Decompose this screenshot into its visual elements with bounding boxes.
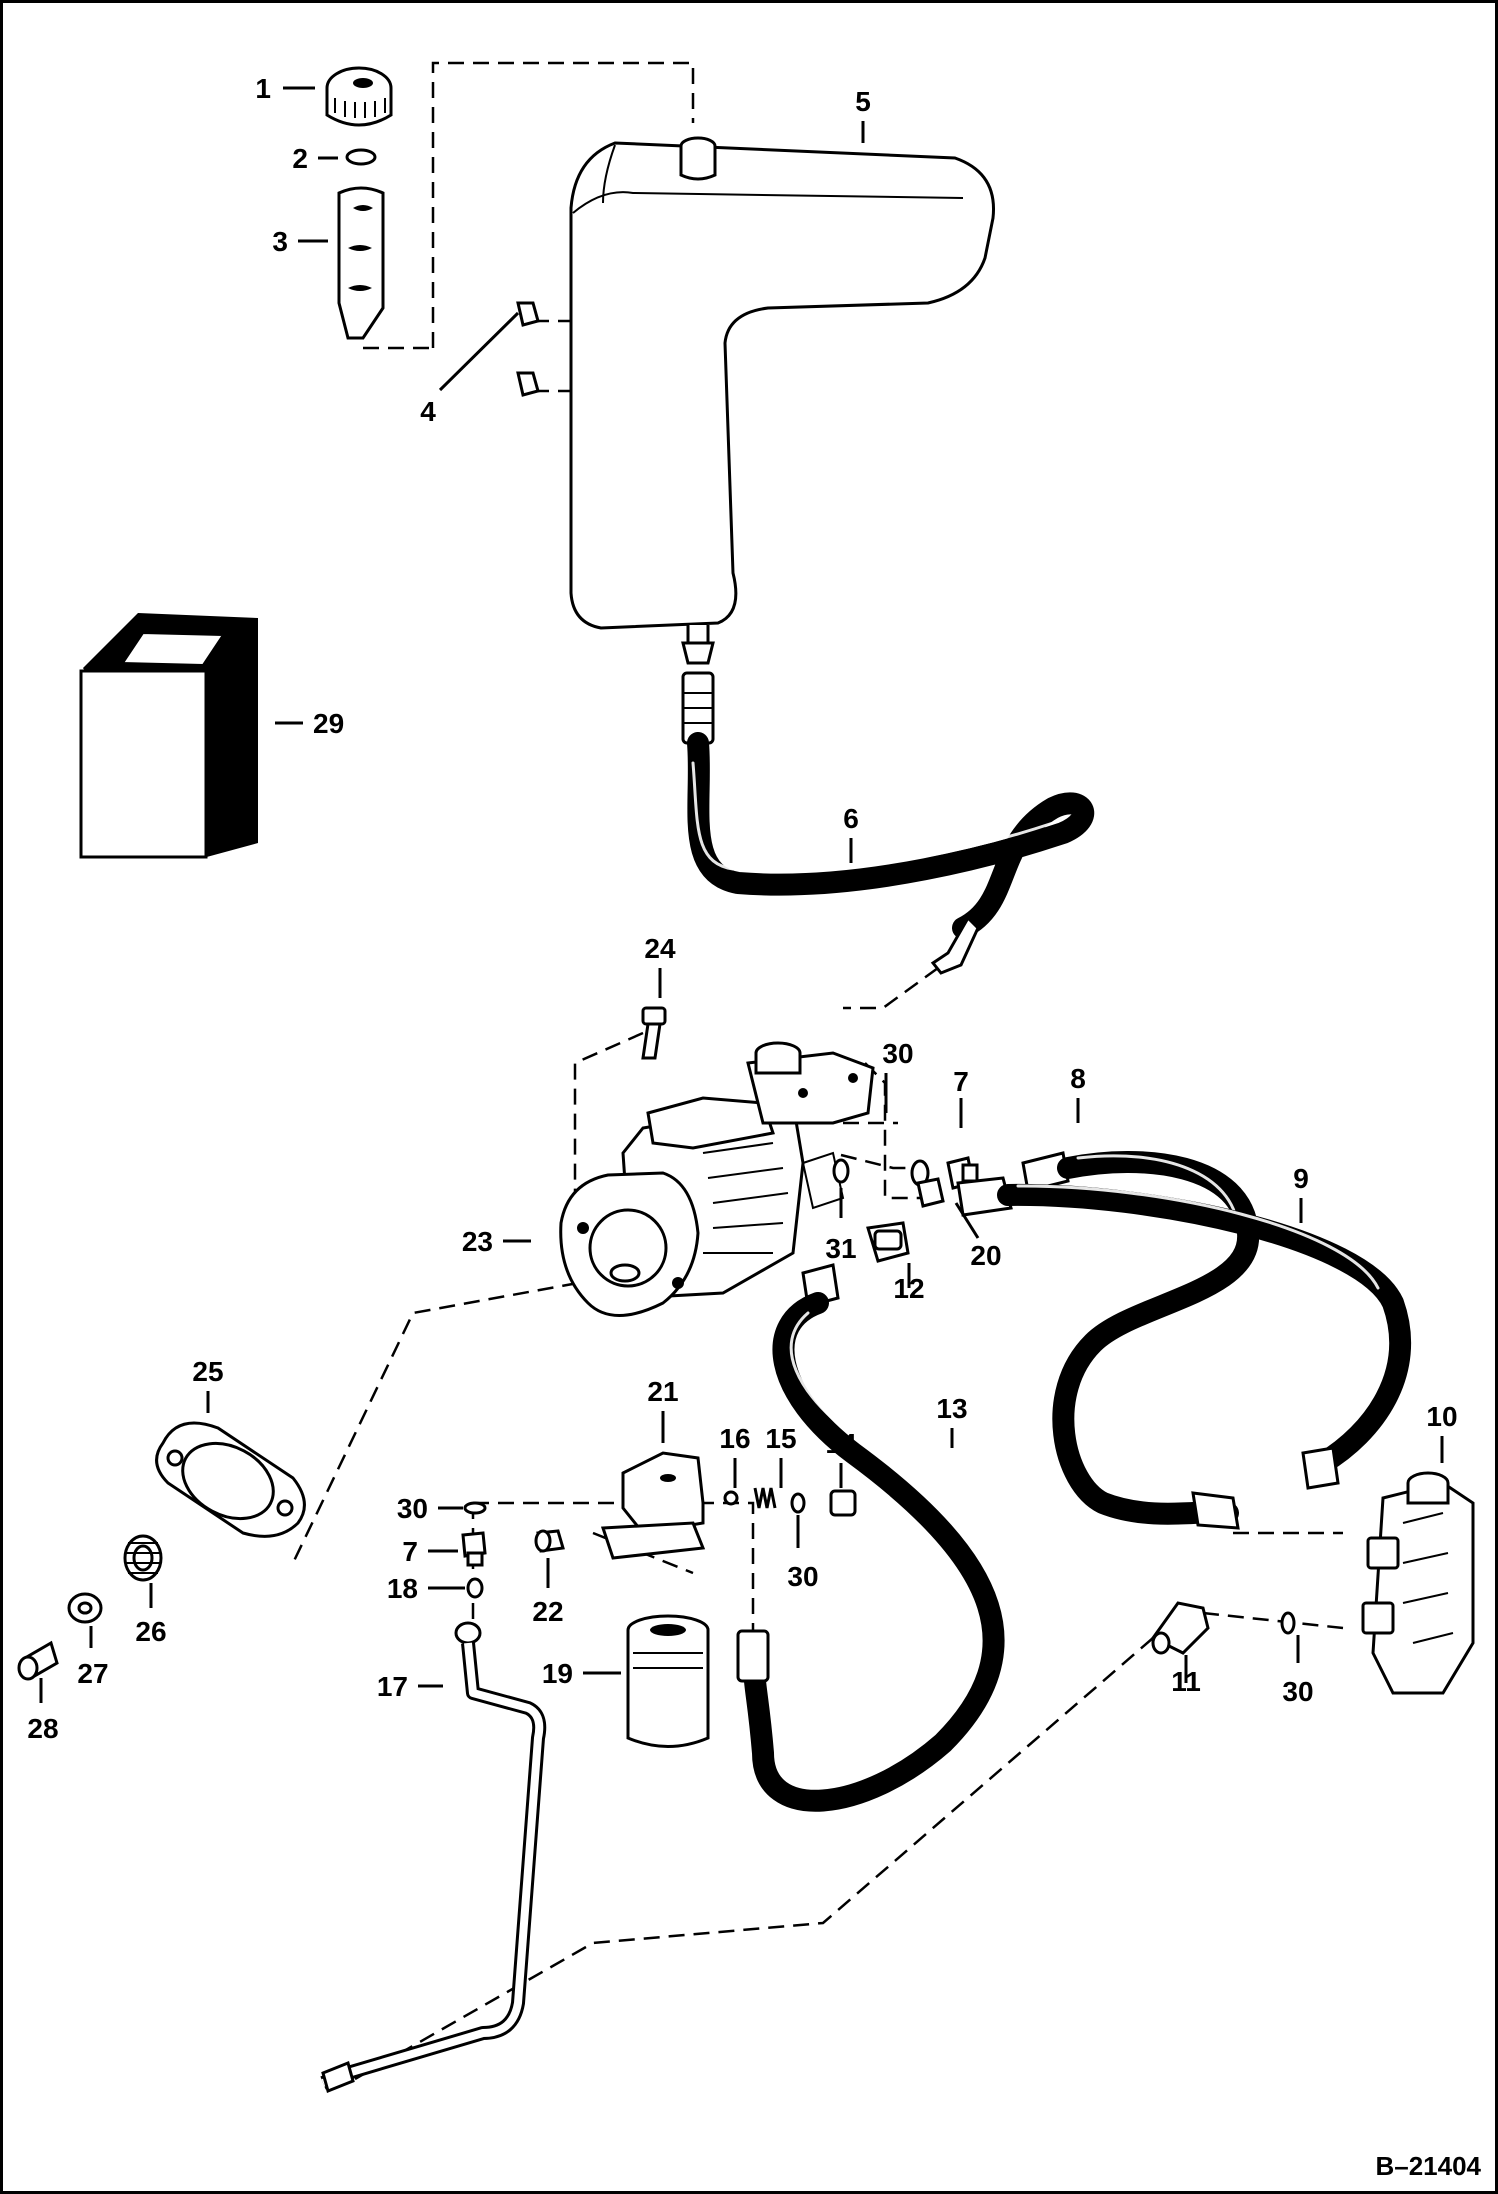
- elbow-fitting: [866, 1221, 910, 1263]
- callout-6: 6: [843, 803, 859, 834]
- callout-21: 21: [647, 1376, 678, 1407]
- callout-24: 24: [644, 933, 676, 964]
- callout-30-left: 30: [397, 1493, 428, 1524]
- oil-filter: [626, 1614, 710, 1748]
- bolt-22: [534, 1529, 565, 1553]
- o-ring: [345, 148, 377, 166]
- callout-13: 13: [936, 1393, 967, 1424]
- assembly-dashed-lines: [291, 61, 1344, 2085]
- leader-lines: [39, 86, 1444, 1703]
- callout-30-valve: 30: [1282, 1676, 1313, 1707]
- callout-14: 14: [825, 1428, 857, 1459]
- o-ring-30-valve: [1280, 1611, 1296, 1635]
- callout-18: 18: [387, 1573, 418, 1604]
- filter-head: [600, 1451, 706, 1560]
- callout-31: 31: [825, 1233, 856, 1264]
- spring-15: [753, 1487, 777, 1509]
- o-ring-31: [832, 1158, 850, 1184]
- o-ring-30-filter: [790, 1492, 806, 1514]
- coupler: [123, 1534, 163, 1582]
- reference-code: B–21404: [1375, 2151, 1481, 2181]
- callout-5: 5: [855, 86, 871, 117]
- mounting-bolt: [641, 1006, 667, 1060]
- callout-16: 16: [719, 1423, 750, 1454]
- bolt-28: [17, 1640, 59, 1681]
- callout-7-lower: 7: [402, 1536, 418, 1567]
- callout-4: 4: [420, 396, 436, 427]
- hydraulic-pump: [559, 1041, 875, 1317]
- fitting-7-left: [461, 1531, 487, 1567]
- ball-16: [723, 1490, 739, 1506]
- washer: [67, 1592, 103, 1624]
- filler-cap: [325, 66, 393, 127]
- callout-22: 22: [532, 1596, 563, 1627]
- callout-30-filter: 30: [787, 1561, 818, 1592]
- o-ring-30-left: [463, 1501, 487, 1515]
- callout-27: 27: [77, 1658, 108, 1689]
- control-valve: [1361, 1471, 1475, 1695]
- callout-19: 19: [542, 1658, 573, 1689]
- suction-hose: [681, 671, 1095, 975]
- callout-9: 9: [1293, 1163, 1309, 1194]
- fitting-18: [466, 1577, 484, 1599]
- plug-14: [829, 1489, 857, 1517]
- tube-17: [320, 1621, 547, 2094]
- callout-3: 3: [272, 226, 288, 257]
- mounting-clips: [516, 301, 540, 397]
- hydraulic-reservoir: [569, 136, 996, 665]
- hose-9: [956, 1176, 1412, 1490]
- strainer: [337, 186, 385, 340]
- callout-11: 11: [1171, 1666, 1201, 1697]
- callout-29: 29: [313, 708, 344, 739]
- callout-30-pump: 30: [882, 1038, 913, 1069]
- battery: [79, 613, 258, 859]
- callout-28: 28: [27, 1713, 58, 1744]
- callout-1: 1: [255, 73, 271, 104]
- hose-13: [736, 1263, 1005, 1812]
- callout-17: 17: [377, 1671, 408, 1702]
- gasket: [155, 1421, 306, 1538]
- callout-10: 10: [1426, 1401, 1457, 1432]
- callout-7-upper: 7: [953, 1066, 969, 1097]
- callout-26: 26: [135, 1616, 166, 1647]
- callout-23: 23: [462, 1226, 493, 1257]
- fitting-20: [916, 1177, 945, 1208]
- callout-25: 25: [192, 1356, 223, 1387]
- hose-8: [1021, 1150, 1260, 1530]
- diagram-canvas: 1 2 3 4 5 6 7 7 8 9 10 11 12 13 14 15 16…: [17, 61, 1482, 2181]
- elbow-11: [1150, 1601, 1210, 1655]
- callout-2: 2: [292, 143, 308, 174]
- callout-12: 12: [893, 1273, 924, 1304]
- callout-8: 8: [1070, 1063, 1086, 1094]
- callout-15: 15: [765, 1423, 796, 1454]
- callout-labels: 1 2 3 4 5 6 7 7 8 9 10 11 12 13 14 15 16…: [27, 73, 1481, 2181]
- callout-20: 20: [970, 1240, 1001, 1271]
